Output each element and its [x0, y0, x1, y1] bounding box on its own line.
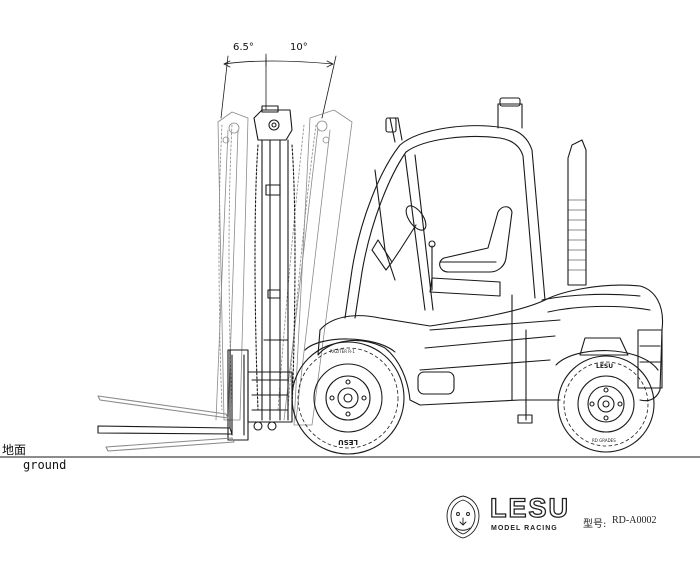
forks [97, 349, 235, 452]
model-number-value: RD-A0002 [612, 515, 657, 526]
exhaust-pipe [567, 139, 587, 286]
rear-tire-text-lower: RD GRADES [592, 438, 616, 443]
rear-wheel [555, 350, 659, 453]
tilt-backward-angle-label: 10° [290, 42, 308, 53]
rear-tire-text-upper: LESU [596, 363, 613, 370]
fork-carriage [227, 349, 293, 441]
mast-upright [253, 105, 296, 421]
model-number-label: 型号: [583, 519, 607, 530]
chassis-body [317, 284, 664, 424]
operator-seat [428, 206, 513, 297]
steering-wheel [371, 205, 427, 271]
lion-head-icon [446, 495, 480, 539]
cab-overhead-guard [344, 97, 546, 319]
brand-block: LESU MODEL RACING 型号: RD-A0002 [440, 492, 700, 553]
brand-name: LESU [489, 492, 571, 523]
tilt-angle-dimension [220, 53, 337, 119]
front-tire-text-upper: RAZITER R-1 [330, 349, 355, 354]
brand-tagline: MODEL RACING [491, 525, 558, 532]
front-tire-text-lower: LESU [338, 438, 358, 446]
mast-backward-tilt [277, 109, 353, 426]
front-wheel [291, 338, 405, 455]
tilt-forward-angle-label: 6.5° [233, 42, 254, 53]
ground-label-chinese: 地面 [2, 443, 27, 457]
ground-label-english: ground [23, 458, 67, 472]
